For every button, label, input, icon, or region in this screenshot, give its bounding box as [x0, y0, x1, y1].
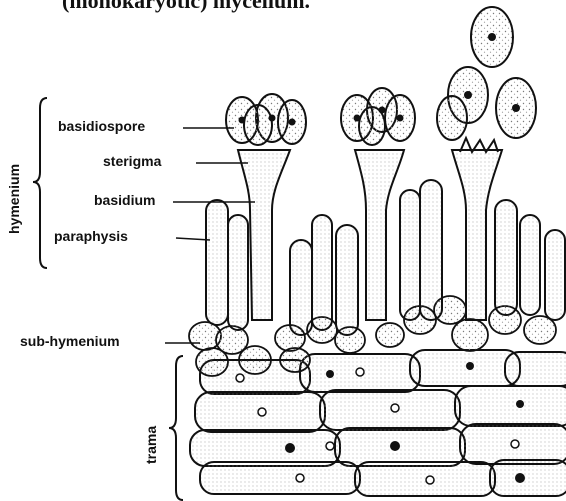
hymenium-bracket	[33, 98, 47, 268]
label-basidiospore: basidiospore	[58, 118, 145, 134]
label-sub-hymenium: sub-hymenium	[20, 333, 120, 349]
free-spore	[437, 96, 467, 140]
attached-spores	[226, 88, 415, 145]
free-spores	[437, 7, 536, 140]
label-trama: trama	[143, 426, 159, 464]
label-sterigma: sterigma	[103, 153, 161, 169]
label-hymenium: hymenium	[6, 164, 22, 234]
label-basidium: basidium	[94, 192, 155, 208]
basidia	[238, 138, 502, 320]
trama-bracket	[169, 356, 183, 500]
label-paraphysis: paraphysis	[54, 228, 128, 244]
